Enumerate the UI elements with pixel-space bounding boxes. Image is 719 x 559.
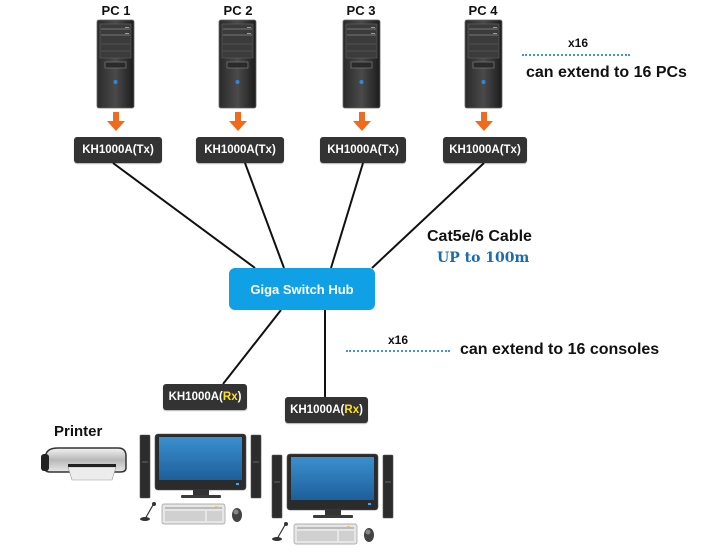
receiver-box: KH1000A(Rx) <box>163 384 247 410</box>
console-note-dashed-line <box>346 350 450 352</box>
cable-pc4-hub <box>371 162 485 269</box>
down-arrow-icon <box>107 112 125 131</box>
giga-switch-hub: Giga Switch Hub <box>229 268 375 310</box>
cable-pc1-hub <box>112 162 256 269</box>
pc-tower-icon <box>96 19 135 109</box>
pc-label: PC 1 <box>101 3 131 18</box>
transmitter-box: KH1000A(Tx) <box>74 137 162 163</box>
pc-label: PC 2 <box>223 3 253 18</box>
cable-pc3-hub <box>330 162 364 269</box>
pc-label: PC 3 <box>346 3 376 18</box>
transmitter-box: KH1000A(Tx) <box>320 137 406 163</box>
receiver-box: KH1000A(Rx) <box>285 397 368 423</box>
pc-multiplier: x16 <box>568 36 589 50</box>
receiver-prefix: KH1000A( <box>168 391 223 403</box>
receiver-rx-highlight: Rx <box>222 391 238 403</box>
transmitter-box: KH1000A(Tx) <box>443 137 527 163</box>
pc-note-dashed-line <box>522 54 630 56</box>
cable-title: Cat5e/6 Cable <box>427 228 532 245</box>
printer-label: Printer <box>54 423 103 440</box>
receiver-suffix: ) <box>237 391 242 403</box>
receiver-suffix: ) <box>359 404 363 416</box>
printer-icon <box>41 447 127 481</box>
console-note-text: can extend to 16 consoles <box>460 341 660 358</box>
receiver-rx-highlight: Rx <box>344 404 360 416</box>
pc-towers <box>96 19 503 132</box>
console-multiplier: x16 <box>388 333 409 347</box>
cable-distance: UP to 100m <box>437 250 530 266</box>
cable-pc2-hub <box>244 162 285 269</box>
transmitter-box: KH1000A(Tx) <box>196 137 284 163</box>
pc-note-text: can extend to 16 PCs <box>526 64 687 81</box>
pc-label: PC 4 <box>468 3 498 18</box>
receiver-prefix: KH1000A( <box>290 404 345 416</box>
cable-hub-rx1 <box>222 309 282 385</box>
